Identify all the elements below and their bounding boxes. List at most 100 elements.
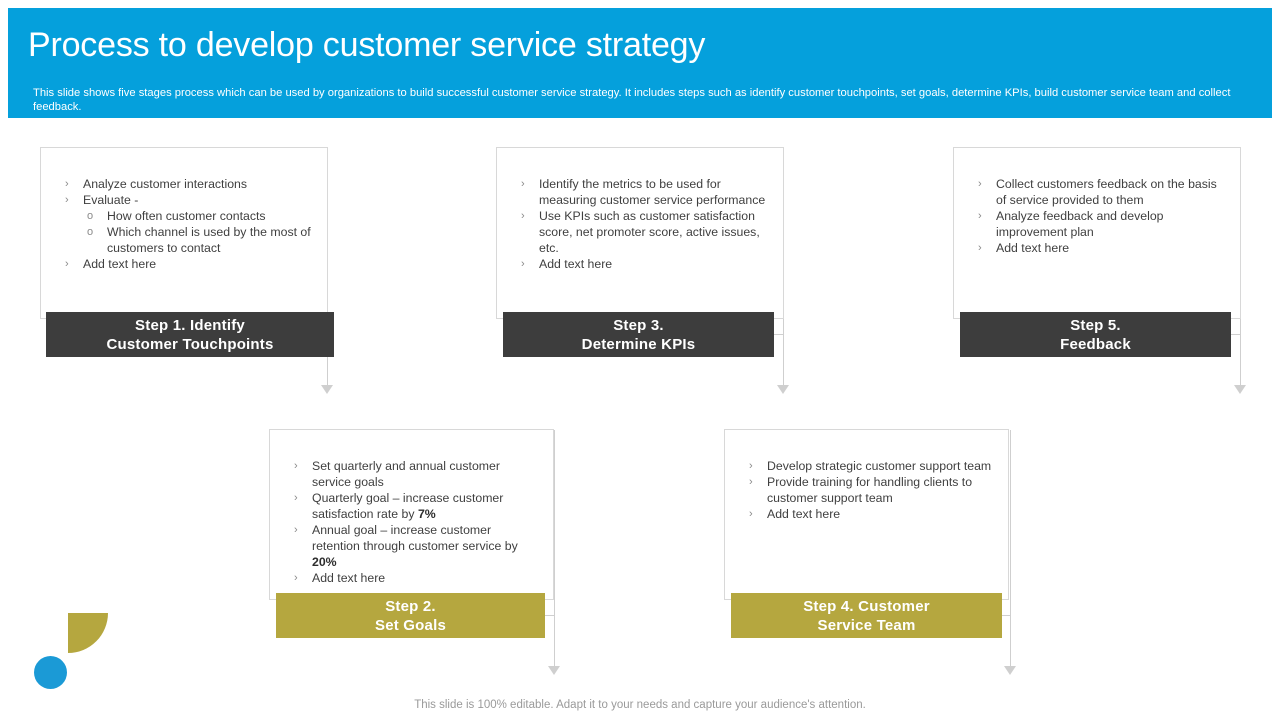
list-item: › Identify the metrics to be used for me… — [519, 176, 769, 208]
bullet-text: Evaluate - — [83, 193, 139, 207]
list-item: › Analyze customer interactions — [63, 176, 313, 192]
list-item: › Use KPIs such as customer satisfaction… — [519, 208, 769, 256]
list-item: › Evaluate - o How often customer contac… — [63, 192, 313, 256]
step-1-label-text: Step 1. Identify Customer Touchpoints — [106, 316, 273, 354]
step-card-1[interactable]: › Analyze customer interactions › Evalua… — [40, 147, 328, 319]
list-item: › Develop strategic customer support tea… — [747, 458, 994, 474]
step-3-label-line1: Step 3. — [613, 316, 664, 334]
step-1-bullet-list: › Analyze customer interactions › Evalua… — [63, 176, 313, 272]
decorative-blue-circle — [34, 656, 67, 689]
connector-line-step4 — [1010, 430, 1011, 672]
bullet-text: Develop strategic customer support team — [767, 459, 992, 473]
list-item: › Add text here — [519, 256, 769, 272]
chevron-bullet-icon: › — [521, 258, 525, 270]
step-1-sub-list: o How often customer contacts o Which ch… — [83, 208, 313, 256]
chevron-bullet-icon: › — [749, 476, 753, 488]
footer-note: This slide is 100% editable. Adapt it to… — [414, 699, 866, 711]
step-5-label-line2: Feedback — [1060, 335, 1131, 353]
bullet-text: Add text here — [83, 257, 157, 271]
bullet-text: Collect customers feedback on the basis … — [996, 177, 1217, 207]
step-1-label-bar[interactable]: Step 1. Identify Customer Touchpoints — [46, 312, 334, 357]
list-item: › Quarterly goal – increase customer sat… — [292, 490, 539, 522]
bullet-text-pre: Quarterly goal – increase customer satis… — [312, 491, 504, 521]
bullet-text-pre: Annual goal – increase customer retentio… — [312, 523, 518, 553]
bullet-text: Identify the metrics to be used for meas… — [539, 177, 766, 207]
list-item: › Collect customers feedback on the basi… — [976, 176, 1226, 208]
bullet-text: Analyze feedback and develop improvement… — [996, 209, 1164, 239]
step-5-body: › Collect customers feedback on the basi… — [954, 148, 1240, 256]
list-item: › Add text here — [976, 240, 1226, 256]
step-2-label-line2: Set Goals — [375, 616, 446, 634]
list-item: o How often customer contacts — [83, 208, 313, 224]
step-1-label-line2: Customer Touchpoints — [106, 335, 274, 353]
chevron-bullet-icon: › — [65, 178, 69, 190]
chevron-bullet-icon: › — [294, 572, 298, 584]
header-subtitle: This slide shows five stages process whi… — [33, 87, 1231, 113]
step-1-label-line1: Step 1. Identify — [135, 316, 245, 334]
step-4-body: › Develop strategic customer support tea… — [725, 430, 1008, 522]
step-5-label-bar[interactable]: Step 5. Feedback — [960, 312, 1231, 357]
bullet-text: Add text here — [312, 571, 386, 585]
list-item: › Add text here — [747, 506, 994, 522]
chevron-bullet-icon: › — [978, 242, 982, 254]
chevron-bullet-icon: › — [749, 460, 753, 472]
step-card-5[interactable]: › Collect customers feedback on the basi… — [953, 147, 1241, 319]
chevron-bullet-icon: › — [65, 194, 69, 206]
chevron-bullet-icon: › — [749, 508, 753, 520]
bullet-text: Which channel is used by the most of cus… — [107, 225, 311, 255]
list-item: o Which channel is used by the most of c… — [83, 224, 313, 256]
bullet-text-strong: 7% — [417, 507, 436, 521]
step-card-3[interactable]: › Identify the metrics to be used for me… — [496, 147, 784, 319]
connector-arrow-step2 — [548, 666, 560, 675]
step-5-label-line1: Step 5. — [1070, 316, 1121, 334]
connector-arrow-step4 — [1004, 666, 1016, 675]
step-3-label-bar[interactable]: Step 3. Determine KPIs — [503, 312, 774, 357]
step-3-label-text: Step 3. Determine KPIs — [582, 316, 696, 354]
chevron-bullet-icon: › — [294, 492, 298, 504]
chevron-bullet-icon: › — [521, 210, 525, 222]
step-2-label-text: Step 2. Set Goals — [375, 597, 446, 635]
chevron-bullet-icon: › — [294, 460, 298, 472]
step-3-body: › Identify the metrics to be used for me… — [497, 148, 783, 272]
step-2-label-line1: Step 2. — [385, 597, 436, 615]
chevron-bullet-icon: › — [294, 524, 298, 536]
page-title: Process to develop customer service stra… — [28, 26, 706, 64]
chevron-bullet-icon: › — [65, 258, 69, 270]
list-item: › Set quarterly and annual customer serv… — [292, 458, 539, 490]
bullet-text: Set quarterly and annual customer servic… — [312, 459, 500, 489]
step-2-body: › Set quarterly and annual customer serv… — [270, 430, 553, 586]
step-card-4[interactable]: › Develop strategic customer support tea… — [724, 429, 1009, 600]
bullet-text: Add text here — [996, 241, 1070, 255]
circle-bullet-icon: o — [87, 226, 94, 238]
chevron-bullet-icon: › — [978, 178, 982, 190]
chevron-bullet-icon: › — [978, 210, 982, 222]
step-5-bullet-list: › Collect customers feedback on the basi… — [976, 176, 1226, 256]
bullet-text: Provide training for handling clients to… — [767, 475, 973, 505]
list-item: › Analyze feedback and develop improveme… — [976, 208, 1226, 240]
bullet-text: Add text here — [539, 257, 613, 271]
connector-arrow-step1-step2 — [321, 385, 333, 394]
step-3-bullet-list: › Identify the metrics to be used for me… — [519, 176, 769, 272]
step-4-label-line1: Step 4. Customer — [803, 597, 930, 615]
list-item: › Add text here — [63, 256, 313, 272]
step-1-body: › Analyze customer interactions › Evalua… — [41, 148, 327, 272]
list-item: › Annual goal – increase customer retent… — [292, 522, 539, 570]
connector-arrow-step3-step4 — [777, 385, 789, 394]
step-4-label-bar[interactable]: Step 4. Customer Service Team — [731, 593, 1002, 638]
decorative-quarter-circle — [68, 613, 108, 653]
chevron-bullet-icon: › — [521, 178, 525, 190]
connector-line-step2 — [554, 430, 555, 672]
step-3-label-line2: Determine KPIs — [581, 335, 696, 353]
bullet-text: How often customer contacts — [107, 209, 266, 223]
list-item: › Provide training for handling clients … — [747, 474, 994, 506]
connector-arrow-step5 — [1234, 385, 1246, 394]
step-4-bullet-list: › Develop strategic customer support tea… — [747, 458, 994, 522]
bullet-text: Analyze customer interactions — [83, 177, 248, 191]
step-2-label-bar[interactable]: Step 2. Set Goals — [276, 593, 545, 638]
bullet-text: Add text here — [767, 507, 841, 521]
circle-bullet-icon: o — [87, 210, 94, 222]
step-2-bullet-list: › Set quarterly and annual customer serv… — [292, 458, 539, 586]
step-card-2[interactable]: › Set quarterly and annual customer serv… — [269, 429, 554, 600]
step-4-label-text: Step 4. Customer Service Team — [803, 597, 930, 635]
